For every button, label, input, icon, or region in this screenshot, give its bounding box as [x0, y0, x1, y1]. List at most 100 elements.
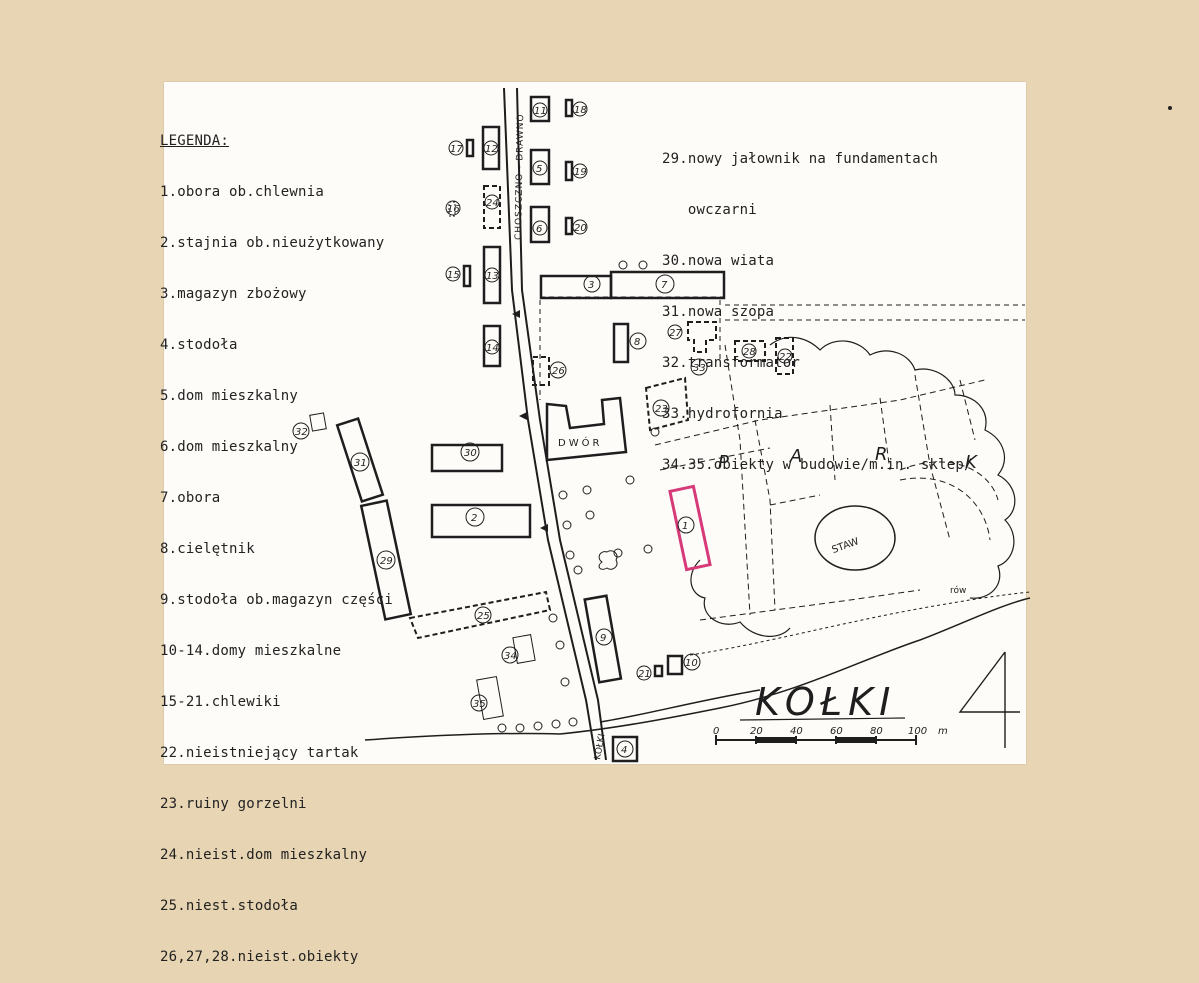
building-number: 1: [682, 521, 688, 532]
building-4: [611, 735, 639, 763]
building-number: 30: [464, 448, 477, 459]
building-21: [653, 664, 664, 678]
label-22: 22: [777, 348, 793, 364]
label-21: 21: [636, 665, 652, 681]
buildings-dashed: [408, 185, 794, 640]
building-number: 25: [477, 611, 490, 622]
building-dwor: [545, 396, 628, 462]
building-number: 3: [588, 280, 594, 291]
park-letter: A: [789, 446, 802, 467]
label-35: 35: [470, 694, 488, 712]
buildings-solid: [335, 95, 726, 763]
building-number: 8: [634, 337, 640, 348]
label-26: 26: [549, 361, 567, 379]
label-29: 29: [376, 550, 396, 570]
map-sheet: [164, 82, 1026, 764]
road-label-bottom: KOŁKI: [593, 733, 607, 760]
park: [690, 336, 1016, 637]
legend-item: 4.stodoła: [160, 337, 238, 353]
pond-label: STAW: [830, 536, 860, 556]
building-number: 13: [486, 271, 499, 282]
building-7: [609, 270, 726, 300]
building-number: 5: [536, 164, 542, 175]
building-24: [483, 185, 501, 229]
legend-item: 10-14.domy mieszkalne: [160, 643, 342, 659]
building-number: 12: [485, 144, 498, 155]
label-4: 4: [616, 740, 634, 758]
building-19: [564, 160, 574, 182]
building-number: 17: [450, 144, 463, 155]
building-number: 9: [600, 633, 606, 644]
label-3: 3: [583, 275, 601, 293]
label-33: 33: [690, 358, 708, 376]
place-name-underline: [739, 717, 906, 721]
building-29: [359, 499, 413, 621]
building-26: [532, 356, 550, 386]
legend-item: 1.obora ob.chlewnia: [160, 184, 324, 200]
legend-item: 29.nowy jałownik na fundamentach: [662, 151, 939, 167]
park-letter: R: [875, 444, 888, 465]
building-30: [430, 443, 504, 473]
building-2: [430, 503, 532, 539]
label-6: 6: [532, 220, 548, 236]
building-number: 15: [447, 270, 460, 281]
building-number: 18: [574, 105, 587, 116]
building-9: [583, 594, 623, 684]
legend-item: 7.obora: [160, 490, 221, 506]
scale-ticks: 0 20 40 60 80 100 m: [713, 726, 948, 737]
label-28: 28: [741, 343, 757, 359]
label-5: 5: [532, 160, 548, 176]
building-number: 35: [473, 699, 486, 710]
building-3: [539, 274, 613, 300]
legend-item: 23.ruiny gorzelni: [160, 796, 307, 812]
scale-tick: 60: [830, 726, 843, 737]
label-9: 9: [595, 628, 613, 646]
legend-item: 26,27,28.nieist.obiekty: [160, 949, 359, 965]
label-27: 27: [667, 324, 683, 340]
building-number: 6: [536, 224, 542, 235]
building-31: [335, 416, 385, 504]
building-14: [482, 324, 502, 368]
building-number: 27: [669, 328, 682, 339]
label-34: 34: [501, 646, 519, 664]
legend-item: 30.nowa wiata: [662, 253, 775, 269]
sheet-number-glyph: [958, 651, 1020, 748]
park-letter: P: [718, 452, 729, 473]
building-32: [309, 412, 327, 432]
buildings-thin: [309, 412, 536, 721]
building-28: [734, 340, 766, 362]
label-30: 30: [460, 442, 480, 462]
building-number: 32: [295, 427, 308, 438]
building-number: 4: [621, 745, 627, 756]
legend-item: 2.stajnia ob.nieużytkowany: [160, 235, 385, 251]
park-letter: K: [965, 452, 978, 473]
label-1: 1: [677, 516, 695, 534]
legend-item: owczarni: [662, 202, 757, 218]
label-14: 14: [484, 339, 500, 355]
label-19: 19: [572, 163, 588, 179]
park-letters: P A R K: [718, 444, 978, 473]
label-17: 17: [448, 140, 464, 156]
building-number: 22: [779, 352, 792, 363]
label-32: 32: [292, 422, 310, 440]
legend-item: 33.hydrofornia: [662, 406, 783, 422]
building-number: 26: [552, 366, 565, 377]
building-11: [529, 95, 551, 123]
ditch-label: rów: [950, 585, 966, 596]
legend-item: 25.niest.stodoła: [160, 898, 299, 914]
label-16: 16: [445, 200, 461, 216]
pond: [814, 505, 896, 571]
legend-item: 15-21.chlewiki: [160, 694, 281, 710]
park-paths: [654, 344, 999, 621]
number-labels: 1 2 3 4 5 6 7 8 9 10 11 12 13 14 15 16 1…: [292, 101, 793, 758]
building-15: [462, 264, 472, 288]
building-12: [481, 125, 501, 171]
building-number: 7: [661, 280, 668, 291]
road-arrows: [512, 310, 548, 532]
trees: [497, 260, 660, 733]
label-8: 8: [629, 332, 647, 350]
building-number: 29: [380, 556, 393, 567]
building-34: [512, 634, 536, 664]
building-23: [644, 376, 690, 432]
road-label: CHOSZCZNO - DRAWNO: [514, 113, 526, 240]
